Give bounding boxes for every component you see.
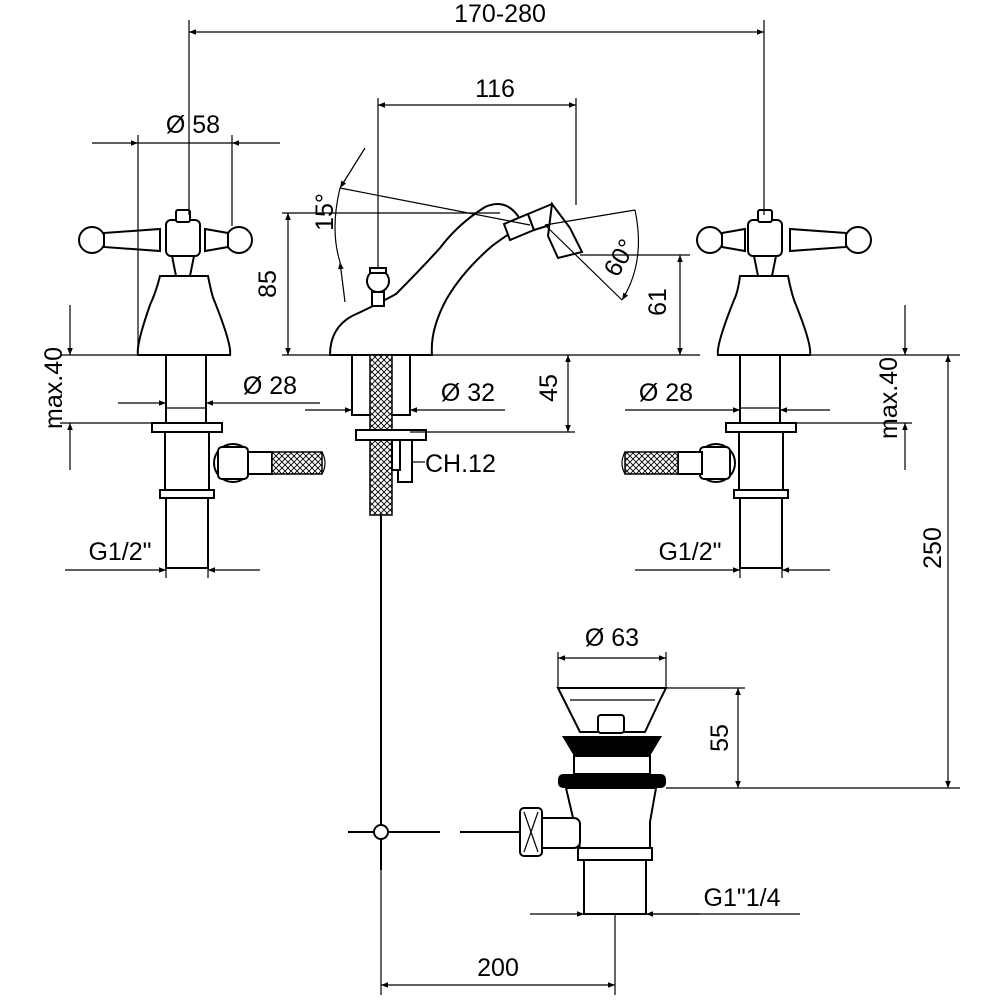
dim-max-left: max.40	[40, 347, 68, 429]
left-shank	[165, 354, 207, 424]
dim-waste-diameter: Ø 63	[585, 624, 639, 652]
left-valve	[78, 209, 326, 569]
left-cross-handle	[78, 209, 253, 277]
pop-up-waste	[519, 687, 668, 915]
dim-nozzle-height: 61	[644, 288, 672, 316]
dim-body-shank: Ø 32	[441, 379, 495, 407]
right-bell-body	[716, 275, 812, 356]
right-flex-hose	[624, 451, 679, 475]
dim-waste-height: 250	[919, 527, 947, 569]
dim-nut: CH.12	[425, 450, 496, 478]
dim-swivel-down: 60°	[598, 235, 641, 282]
left-flex-hose	[271, 451, 323, 475]
right-valve	[621, 209, 872, 569]
right-cross-handle	[696, 209, 872, 277]
dimension-labels: 170-280 116 Ø 58 85 15° 60° 61 max.40 ma…	[40, 0, 947, 982]
dim-waste-thread: G1"1/4	[704, 884, 781, 912]
left-bell-body	[136, 275, 232, 356]
pop-up-knob	[366, 267, 390, 307]
dim-shank-left: Ø 28	[243, 372, 297, 400]
right-shank	[739, 354, 781, 424]
dim-waste-flange: 55	[706, 724, 734, 752]
dim-thread-left: G1/2"	[88, 538, 151, 566]
dim-swivel-up: 15°	[311, 193, 339, 231]
dim-spout-height: 85	[254, 270, 282, 298]
dim-max-right: max.40	[875, 357, 903, 439]
dim-handle-diameter: Ø 58	[166, 111, 220, 139]
central-spout-body	[328, 201, 584, 870]
dim-thread-right: G1/2"	[658, 538, 721, 566]
swivel-nozzle	[502, 201, 584, 260]
dim-spout-reach: 116	[475, 75, 515, 103]
dim-shank-right: Ø 28	[639, 379, 693, 407]
dim-overall-width: 170-280	[454, 0, 546, 28]
dim-body-below: 45	[535, 374, 563, 402]
dimension-lines	[60, 20, 960, 995]
dim-rod-distance: 200	[477, 954, 519, 982]
